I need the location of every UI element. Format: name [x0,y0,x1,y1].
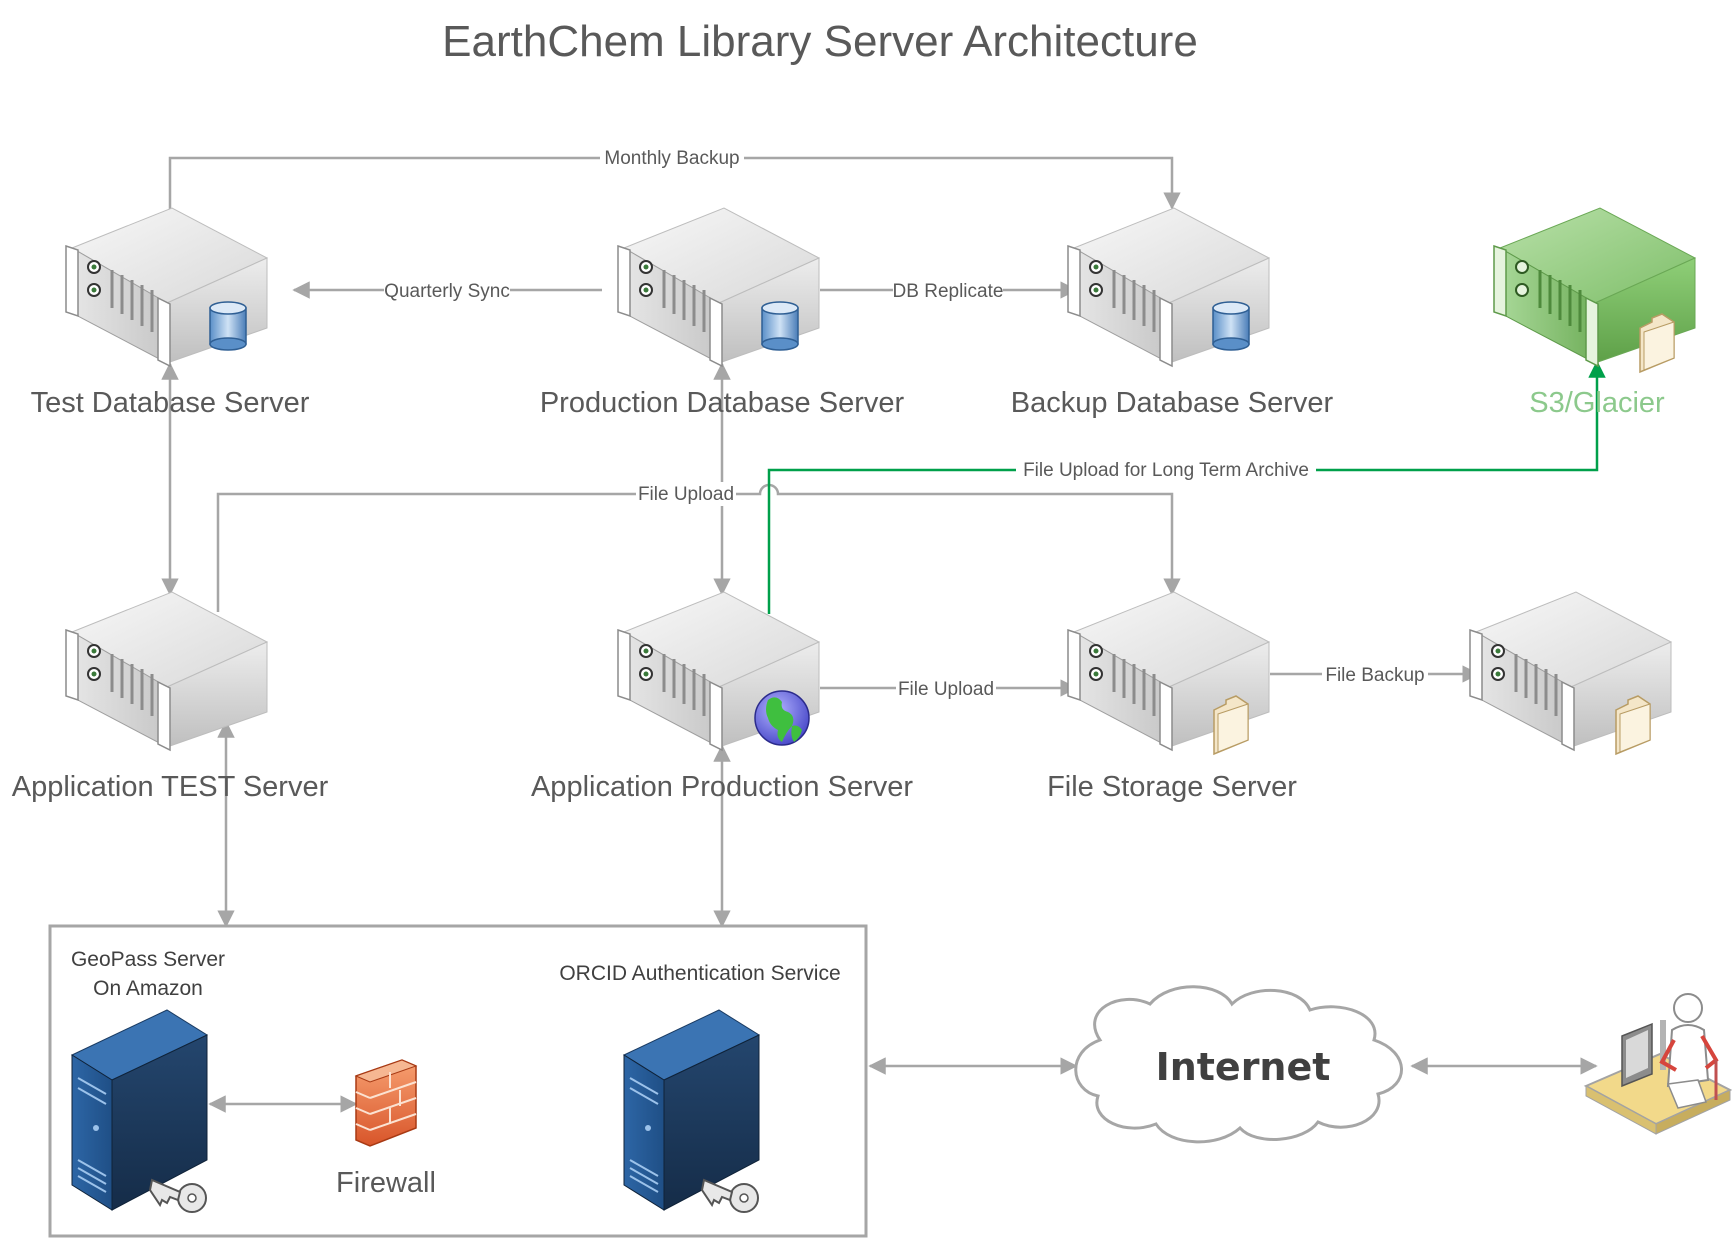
user-workstation-icon [1583,993,1732,1135]
file-storage-server: File Storage Server [1047,590,1297,803]
edge-label-monthly-backup: Monthly Backup [604,148,739,169]
file-backup-server [1468,590,1673,755]
database-icon [1212,301,1250,351]
orcid-authentication-service: ORCID Authentication Service [559,962,841,1213]
firewall: Firewall [336,1059,436,1199]
application-production-server: Application Production Server [531,590,913,803]
key-icon [149,1179,207,1213]
key-icon [701,1179,759,1213]
geopass-label-line1: GeoPass Server [71,948,225,971]
edge-label-file-backup: File Backup [1325,665,1424,686]
globe-icon [754,690,810,746]
edge-label-file-upload-mid: File Upload [898,679,994,700]
rack-server-icon [64,590,269,752]
internet-label: Internet [1156,1045,1331,1089]
edge-label-db-replicate: DB Replicate [893,281,1004,302]
backup-database-server: Backup Database Server [1011,206,1334,419]
test-database-server: Test Database Server [31,206,310,419]
s3-glacier-server: S3/Glacier [1492,206,1697,419]
tower-server-icon [71,1009,208,1211]
file-storage-server-label: File Storage Server [1047,771,1297,803]
tower-server-icon [623,1009,760,1211]
production-database-server: Production Database Server [540,206,905,419]
geopass-server: GeoPass Server On Amazon [71,948,225,1213]
diagram-title: EarthChem Library Server Architecture [442,17,1198,66]
application-production-server-label: Application Production Server [531,771,913,803]
edge-label-file-upload-top: File Upload [638,484,734,505]
geopass-label-line2: On Amazon [93,977,203,1000]
application-test-server: Application TEST Server [12,590,329,803]
application-test-server-label: Application TEST Server [12,771,329,803]
database-icon [209,301,247,351]
edge-label-quarterly-sync: Quarterly Sync [384,281,510,302]
firewall-icon [354,1059,418,1147]
database-icon [761,301,799,351]
edge-label-long-term-archive: File Upload for Long Term Archive [1023,460,1309,481]
s3-glacier-label: S3/Glacier [1529,387,1665,419]
backup-database-server-label: Backup Database Server [1011,387,1334,419]
orcid-label: ORCID Authentication Service [559,962,840,985]
test-database-server-label: Test Database Server [31,387,310,419]
firewall-label: Firewall [336,1167,436,1199]
authentication-services-box [48,924,868,1238]
production-database-server-label: Production Database Server [540,387,905,419]
internet-cloud: Internet [1074,985,1403,1144]
cloud-icon [1074,985,1403,1144]
